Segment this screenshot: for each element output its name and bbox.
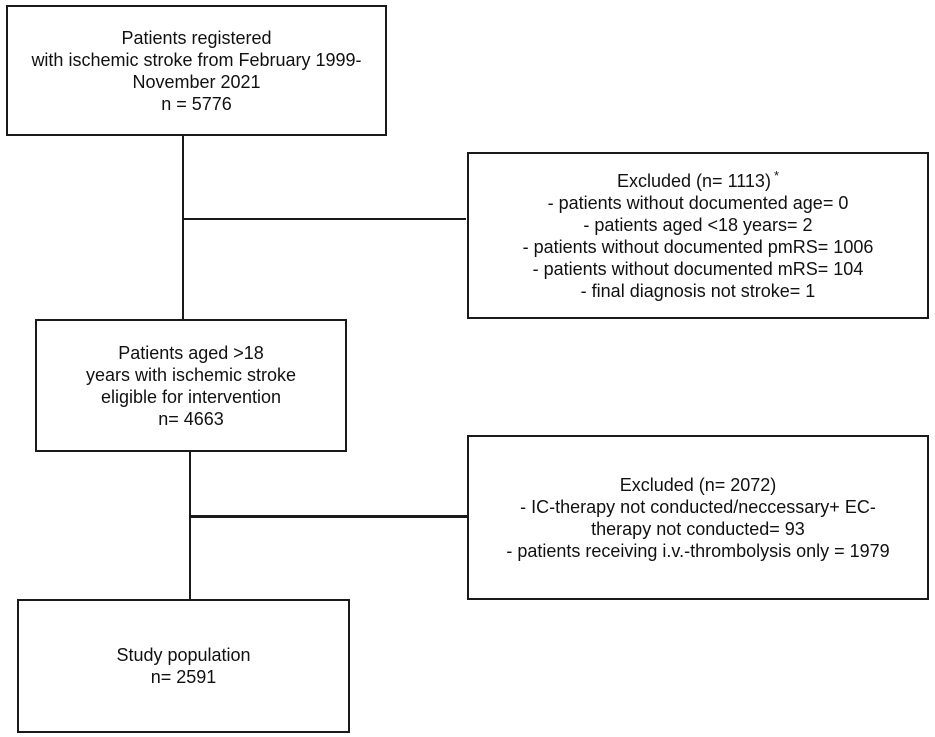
excluded-1-title: Excluded (n= 1113)* [617,167,779,192]
study-population-label: Study population [116,645,251,665]
registered-count: n = 5776 [161,93,232,114]
excluded-1-item: - patients without documented pmRS= 1006 [522,236,874,257]
registered-line-2: with ischemic stroke from February 1999- [31,49,362,70]
eligible-line-3: eligible for intervention [100,386,282,407]
connector-to-excluded-1 [183,218,466,220]
eligible-patients-box: Patients aged >18 years with ischemic st… [35,319,347,452]
study-population-count: n= 2591 [150,667,217,687]
registered-line-3: November 2021 [132,71,261,92]
eligible-count: n= 4663 [158,408,224,429]
footnote-marker: * [773,167,779,183]
excluded-box-2: Excluded (n= 2072) - IC-therapy not cond… [467,435,929,600]
connector-registered-to-eligible [182,134,184,320]
excluded-1-item: - patients without documented mRS= 104 [532,258,864,279]
excluded-2-item: - IC-therapy not conducted/neccessary+ E… [520,496,876,517]
connector-to-excluded-2 [190,515,467,518]
study-population-box: Study population n= 2591 [17,599,350,733]
excluded-2-title: Excluded (n= 2072) [619,474,777,495]
excluded-box-1: Excluded (n= 1113)* - patients without d… [467,152,929,319]
excluded-1-item: - final diagnosis not stroke= 1 [580,280,816,301]
eligible-line-2: years with ischemic stroke [85,364,297,385]
excluded-1-title-text: Excluded (n= 1113) [617,170,771,191]
eligible-line-1: Patients aged >18 [118,342,264,363]
connector-eligible-to-study [189,451,191,600]
registered-line-1: Patients registered [121,27,272,48]
excluded-2-item: therapy not conducted= 93 [591,518,805,539]
excluded-2-item: - patients receiving i.v.-thrombolysis o… [506,540,890,561]
excluded-1-item: - patients aged <18 years= 2 [583,214,813,235]
excluded-1-item: - patients without documented age= 0 [547,192,849,213]
registered-patients-box: Patients registered with ischemic stroke… [6,5,387,136]
